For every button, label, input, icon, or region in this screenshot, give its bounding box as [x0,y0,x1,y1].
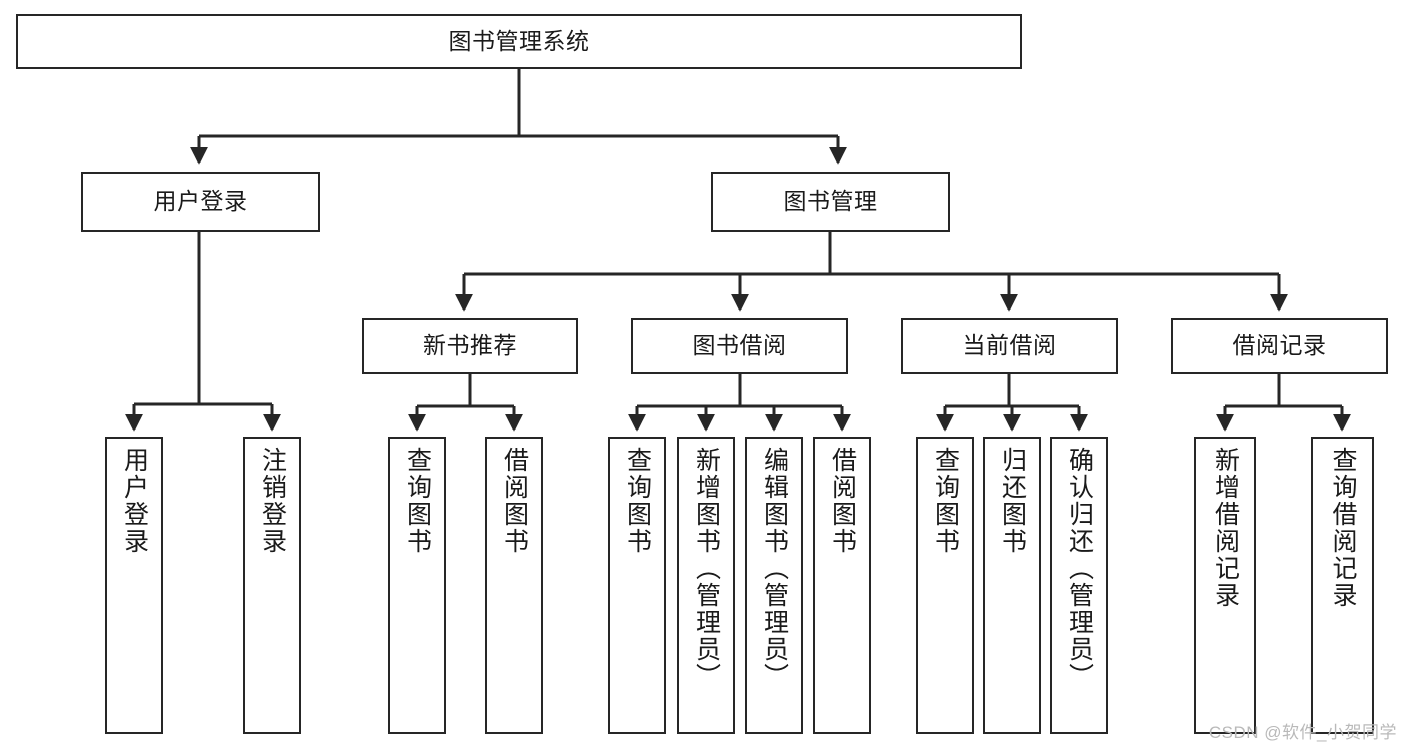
leaf-add-book-admin[interactable]: 新增图书（管理员） [677,437,735,734]
node-root-label: 图书管理系统 [448,27,590,54]
leaf-borrow-book-recommend-label: 借阅图书 [500,447,529,555]
leaf-user-login[interactable]: 用户登录 [105,437,163,734]
leaf-add-borrow-record-label: 新增借阅记录 [1211,447,1240,609]
leaf-query-book-recommend-label: 查询图书 [403,447,432,555]
leaf-logout-label: 注销登录 [258,447,287,555]
leaf-logout[interactable]: 注销登录 [243,437,301,734]
node-borrow-record-label: 借阅记录 [1232,332,1327,359]
leaf-add-borrow-record[interactable]: 新增借阅记录 [1194,437,1256,734]
leaf-confirm-return-admin-label: 确认归还（管理员） [1065,447,1094,690]
leaf-query-book-current[interactable]: 查询图书 [916,437,974,734]
node-book-management[interactable]: 图书管理 [711,172,950,232]
leaf-query-borrow-record[interactable]: 查询借阅记录 [1311,437,1374,734]
node-current-borrow[interactable]: 当前借阅 [901,318,1118,374]
leaf-borrow-book-recommend[interactable]: 借阅图书 [485,437,543,734]
leaf-edit-book-admin[interactable]: 编辑图书（管理员） [745,437,803,734]
leaf-return-book-label: 归还图书 [998,447,1027,555]
node-book-borrow[interactable]: 图书借阅 [631,318,848,374]
leaf-query-borrow-record-label: 查询借阅记录 [1329,447,1357,609]
node-new-book-recommend-label: 新书推荐 [423,332,517,359]
leaf-borrow-book[interactable]: 借阅图书 [813,437,871,734]
leaf-query-book-current-label: 查询图书 [931,447,960,555]
node-user-login-label: 用户登录 [153,188,248,215]
node-borrow-record[interactable]: 借阅记录 [1171,318,1388,374]
leaf-edit-book-admin-label: 编辑图书（管理员） [760,447,789,690]
leaf-return-book[interactable]: 归还图书 [983,437,1041,734]
leaf-user-login-label: 用户登录 [120,447,149,555]
leaf-query-book-borrow-label: 查询图书 [623,447,652,555]
node-book-management-label: 图书管理 [783,188,878,215]
node-current-borrow-label: 当前借阅 [962,332,1057,359]
leaf-add-book-admin-label: 新增图书（管理员） [692,447,721,690]
leaf-confirm-return-admin[interactable]: 确认归还（管理员） [1050,437,1108,734]
node-root[interactable]: 图书管理系统 [16,14,1022,69]
node-user-login[interactable]: 用户登录 [81,172,320,232]
node-new-book-recommend[interactable]: 新书推荐 [362,318,578,374]
node-book-borrow-label: 图书借阅 [692,332,787,359]
leaf-query-book-borrow[interactable]: 查询图书 [608,437,666,734]
leaf-query-book-recommend[interactable]: 查询图书 [388,437,446,734]
leaf-borrow-book-label: 借阅图书 [828,447,857,555]
